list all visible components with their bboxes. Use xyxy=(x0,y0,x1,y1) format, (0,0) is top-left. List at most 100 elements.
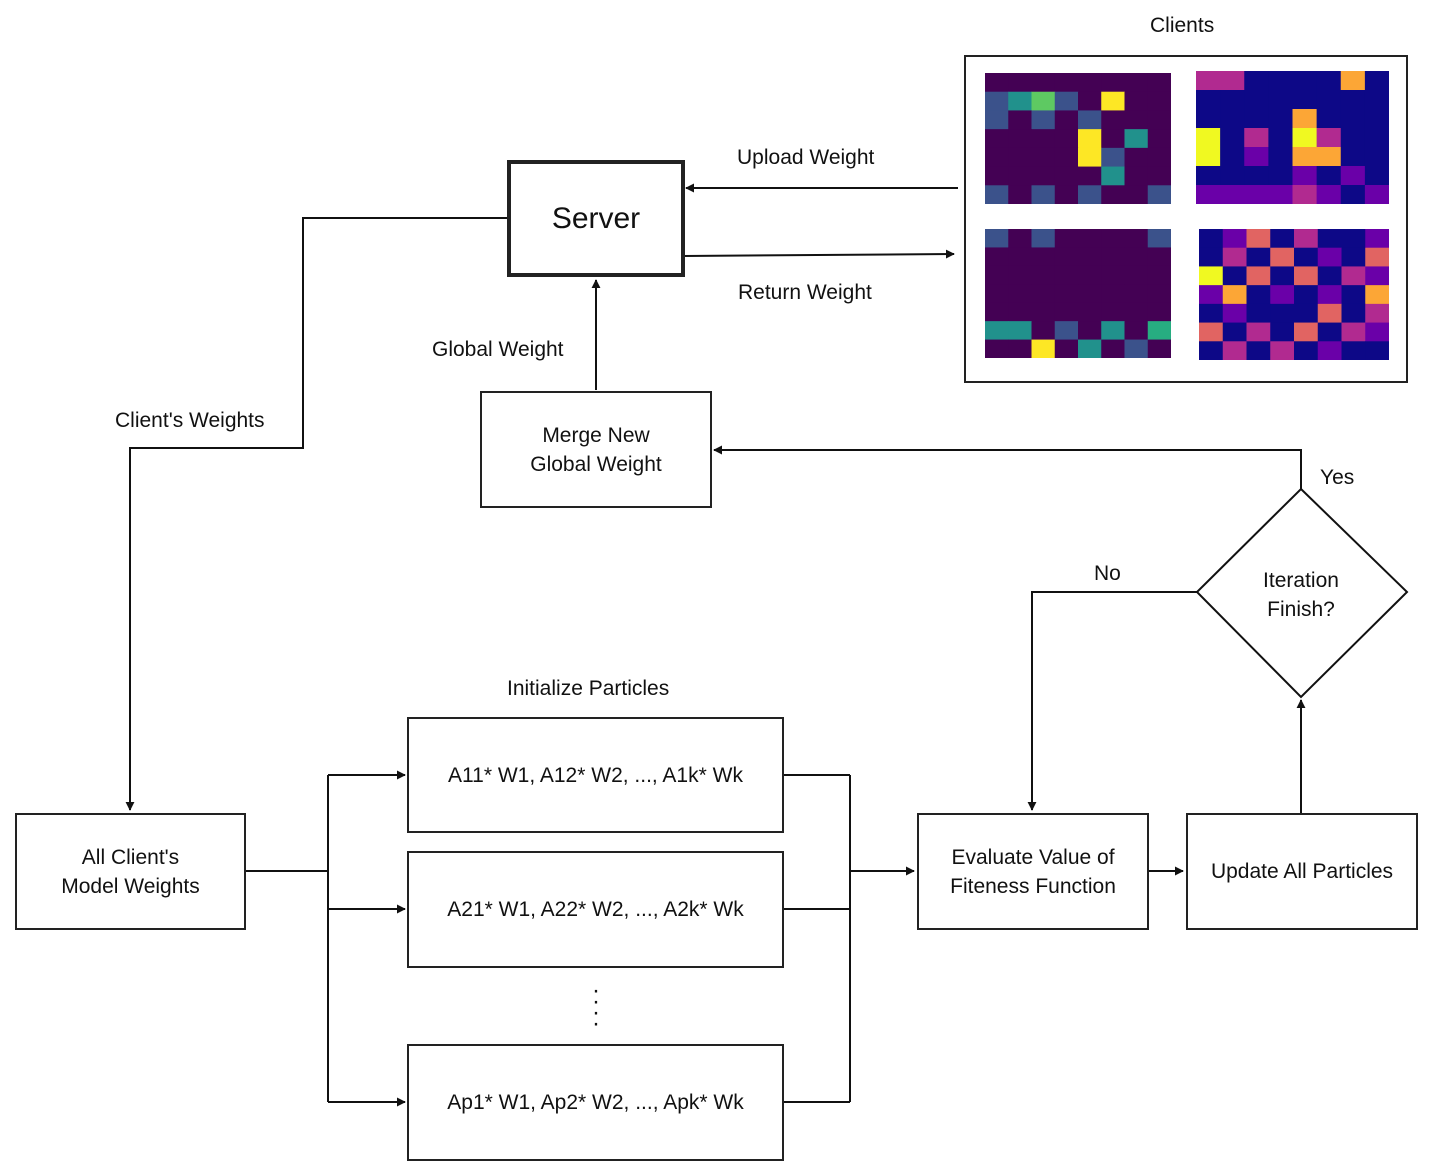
heatmap-cell xyxy=(1147,339,1171,358)
heatmap-cell xyxy=(985,185,1009,204)
heatmap-cell xyxy=(1365,303,1389,324)
heatmap-cell xyxy=(1147,147,1171,168)
heatmap-cell xyxy=(985,91,1009,111)
heatmap-cell xyxy=(1316,71,1342,91)
heatmap-cell xyxy=(1199,229,1224,249)
heatmap-cell xyxy=(1101,91,1125,111)
heatmap-cell xyxy=(985,147,1009,168)
heatmap-cell xyxy=(1101,147,1125,168)
heatmap-cell xyxy=(1270,322,1295,342)
heatmap-cell xyxy=(1008,185,1032,204)
heatmap-cell xyxy=(1101,229,1125,248)
heatmap-cell xyxy=(1246,247,1271,267)
no-label: No xyxy=(1094,562,1121,585)
server-label: Server xyxy=(551,202,641,235)
heatmap-cell xyxy=(1196,128,1221,148)
heatmap-cell xyxy=(1199,285,1224,305)
heatmap-cell xyxy=(985,302,1009,322)
heatmap-cell xyxy=(1124,110,1149,130)
heatmap-cell xyxy=(985,110,1009,130)
heatmap-cell xyxy=(1078,321,1102,341)
heatmap-cell xyxy=(1365,341,1389,360)
heatmap-cell xyxy=(1270,266,1295,286)
heatmap-cell xyxy=(1244,185,1269,204)
heatmap-cell xyxy=(1078,302,1102,322)
heatmap-cell xyxy=(1008,302,1032,322)
heatmap-cell xyxy=(1031,339,1056,358)
heatmap-cell xyxy=(1246,303,1271,324)
heatmap-cell xyxy=(1031,321,1056,341)
heatmap-cell xyxy=(1294,322,1319,342)
heatmap-cell xyxy=(1054,147,1079,168)
heatmap-cell xyxy=(1340,185,1366,204)
heatmap-cell xyxy=(1078,91,1102,111)
heatmap-cell xyxy=(1031,229,1056,248)
heatmap-cell xyxy=(1317,341,1342,360)
heatmap-cell xyxy=(1196,90,1221,110)
heatmap-cell xyxy=(1365,285,1389,305)
heatmap-cell xyxy=(1244,109,1269,129)
heatmap-cell xyxy=(1220,109,1245,129)
heatmap-cell xyxy=(1124,302,1149,322)
heatmap-cell xyxy=(1147,73,1171,93)
heatmap-cell xyxy=(1341,247,1366,267)
heatmap-cell xyxy=(985,284,1009,304)
iteration-finish-label: Iteration Finish? xyxy=(1263,569,1339,621)
client-heatmap-3 xyxy=(985,229,1171,358)
heatmap-cell xyxy=(1008,110,1032,130)
heatmap-cell xyxy=(1101,265,1125,285)
heatmap-cell xyxy=(1270,285,1295,305)
return-weight-label: Return Weight xyxy=(738,281,872,304)
iteration-finish-diamond xyxy=(1195,487,1409,699)
heatmap-cell xyxy=(1222,341,1247,360)
heatmap-cell xyxy=(1268,71,1294,91)
heatmap-cell xyxy=(1054,284,1079,304)
heatmap-cell xyxy=(1199,266,1224,286)
heatmap-cell xyxy=(1364,109,1389,129)
client-heatmap-1 xyxy=(985,73,1171,204)
heatmap-cell xyxy=(1054,229,1079,248)
heatmap-cell xyxy=(1270,303,1295,324)
heatmap-cell xyxy=(1147,302,1171,322)
heatmap-cell xyxy=(1220,147,1245,167)
heatmap-cell xyxy=(1031,247,1056,267)
ellipsis-vertical: ···· xyxy=(592,977,600,1037)
heatmap-cell xyxy=(1008,129,1032,149)
heatmap-cell xyxy=(1246,229,1271,249)
heatmap-cell xyxy=(1078,265,1102,285)
heatmap-cell xyxy=(1341,285,1366,305)
heatmap-cell xyxy=(1222,229,1247,249)
heatmap-cell xyxy=(985,321,1009,341)
heatmap-cell xyxy=(1101,284,1125,304)
heatmap-cell xyxy=(1054,339,1079,358)
heatmap-cell xyxy=(1364,71,1389,91)
heatmap-cell xyxy=(1268,147,1294,167)
heatmap-cell xyxy=(1008,229,1032,248)
heatmap-cell xyxy=(1124,229,1149,248)
upload-weight-label: Upload Weight xyxy=(737,146,875,169)
heatmap-cell xyxy=(1244,128,1269,148)
heatmap-cell xyxy=(1196,71,1221,91)
merge-global-weight-box: Merge New Global Weight xyxy=(480,391,712,508)
heatmap-cell xyxy=(1054,91,1079,111)
heatmap-cell xyxy=(1124,247,1149,267)
heatmap-cell xyxy=(1365,247,1389,267)
heatmap-cell xyxy=(1341,229,1366,249)
heatmap-cell xyxy=(1292,128,1318,148)
heatmap-cell xyxy=(1220,90,1245,110)
heatmap-cell xyxy=(1292,166,1318,186)
heatmap-cell xyxy=(1244,90,1269,110)
heatmap-cell xyxy=(985,265,1009,285)
all-clients-model-weights-box: All Client's Model Weights xyxy=(15,813,246,930)
server-box: Server xyxy=(507,160,685,277)
heatmap-cell xyxy=(1008,166,1032,186)
heatmap-cell xyxy=(1124,73,1149,93)
heatmap-cell xyxy=(1220,71,1245,91)
heatmap-cell xyxy=(1147,166,1171,186)
heatmap-cell xyxy=(1054,265,1079,285)
heatmap-cell xyxy=(1316,90,1342,110)
heatmap-cell xyxy=(1199,303,1224,324)
client-heatmap-4 xyxy=(1199,229,1389,360)
heatmap-cell xyxy=(1317,285,1342,305)
